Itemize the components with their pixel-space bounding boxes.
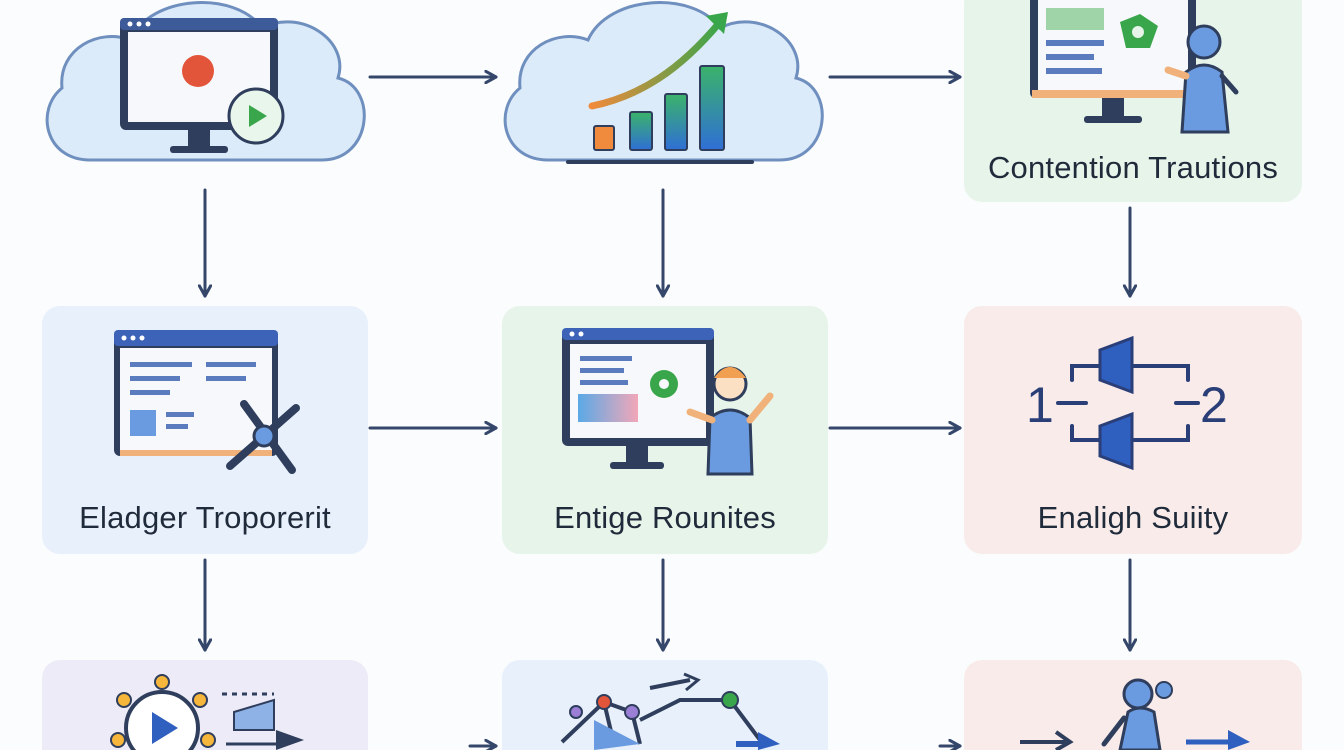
entige-node xyxy=(502,306,828,554)
node-box xyxy=(502,660,828,750)
person-icon xyxy=(1164,24,1239,134)
arrow-head-icon xyxy=(276,730,304,750)
number-one: 1 xyxy=(1026,377,1054,433)
chart-bar xyxy=(629,111,653,151)
network-graph-node xyxy=(502,660,828,750)
entige-label: Entige Rounites xyxy=(554,500,776,535)
trend-arrow-icon xyxy=(588,18,724,110)
person-icon xyxy=(686,366,774,476)
cloud-chart-node xyxy=(503,1,824,164)
align-connector-icon xyxy=(1056,364,1200,442)
funnel-shape xyxy=(1098,335,1134,395)
chart-bar xyxy=(593,125,615,151)
chart-bar xyxy=(664,93,688,151)
contention-label: Contention Trautions xyxy=(987,150,1279,185)
record-dot-icon xyxy=(182,55,214,87)
cloud-shape xyxy=(503,1,824,162)
eladger-node xyxy=(42,306,368,554)
enaligh-label: Enaligh Suiity xyxy=(1037,500,1229,535)
walking-person-icon xyxy=(1101,678,1173,750)
contention-node xyxy=(964,0,1302,202)
tool-icon xyxy=(226,400,300,474)
cloud-video-node xyxy=(45,1,366,162)
connectors xyxy=(205,77,1130,746)
shape-icon xyxy=(233,698,275,731)
number-two: 2 xyxy=(1200,377,1228,433)
enaligh-node: 1 2 xyxy=(964,306,1302,554)
video-pipeline-node xyxy=(42,660,368,750)
funnel-shape xyxy=(1098,411,1134,471)
play-circle-icon xyxy=(110,674,216,750)
chart-bar xyxy=(699,65,725,151)
walker-node xyxy=(964,660,1302,750)
eladger-label: Eladger Troporerit xyxy=(79,500,331,535)
network-graph-icon xyxy=(560,672,780,750)
